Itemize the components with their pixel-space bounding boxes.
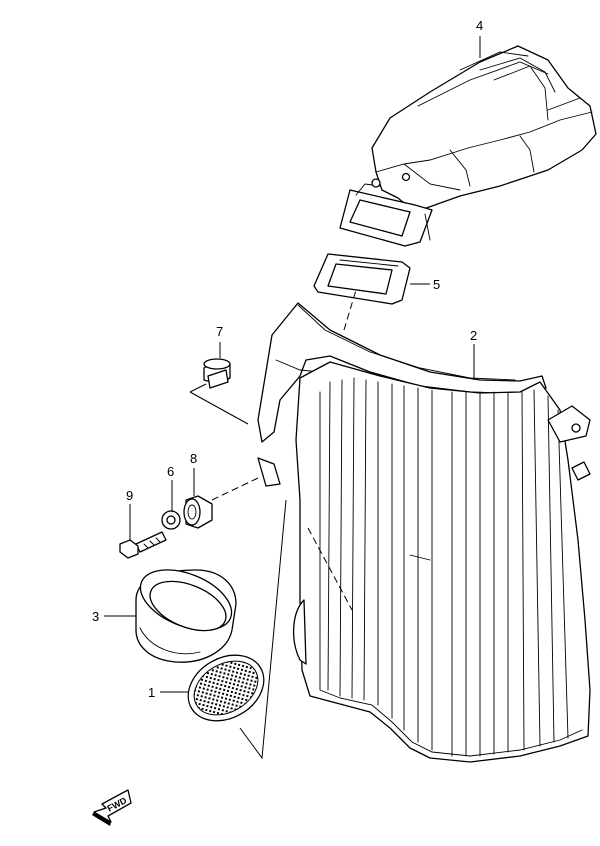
- duct-gasket[interactable]: [313, 253, 411, 305]
- mesh-screen-1[interactable]: [176, 642, 275, 734]
- clamp-ring-3[interactable]: [132, 558, 240, 663]
- washer-6[interactable]: [161, 510, 181, 530]
- intake-duct-upper[interactable]: [339, 45, 597, 247]
- callout-leaders: [104, 36, 481, 760]
- callout-3: 3: [92, 609, 99, 624]
- callout-1: 1: [148, 685, 155, 700]
- callout-4: 4: [476, 18, 483, 33]
- grommet-8[interactable]: [183, 495, 213, 529]
- callout-9: 9: [126, 488, 133, 503]
- callout-numbers: 4 5 2 7 6 8 9 3 1: [92, 18, 483, 700]
- fwd-arrow-icon: FWD: [92, 789, 132, 826]
- callout-2: 2: [470, 328, 477, 343]
- air-cleaner-case[interactable]: [257, 302, 591, 763]
- bolt-9[interactable]: [119, 531, 167, 559]
- callout-5: 5: [433, 277, 440, 292]
- callout-8: 8: [190, 451, 197, 466]
- callout-6: 6: [167, 464, 174, 479]
- bolt-7[interactable]: [203, 358, 231, 389]
- callout-7: 7: [216, 324, 223, 339]
